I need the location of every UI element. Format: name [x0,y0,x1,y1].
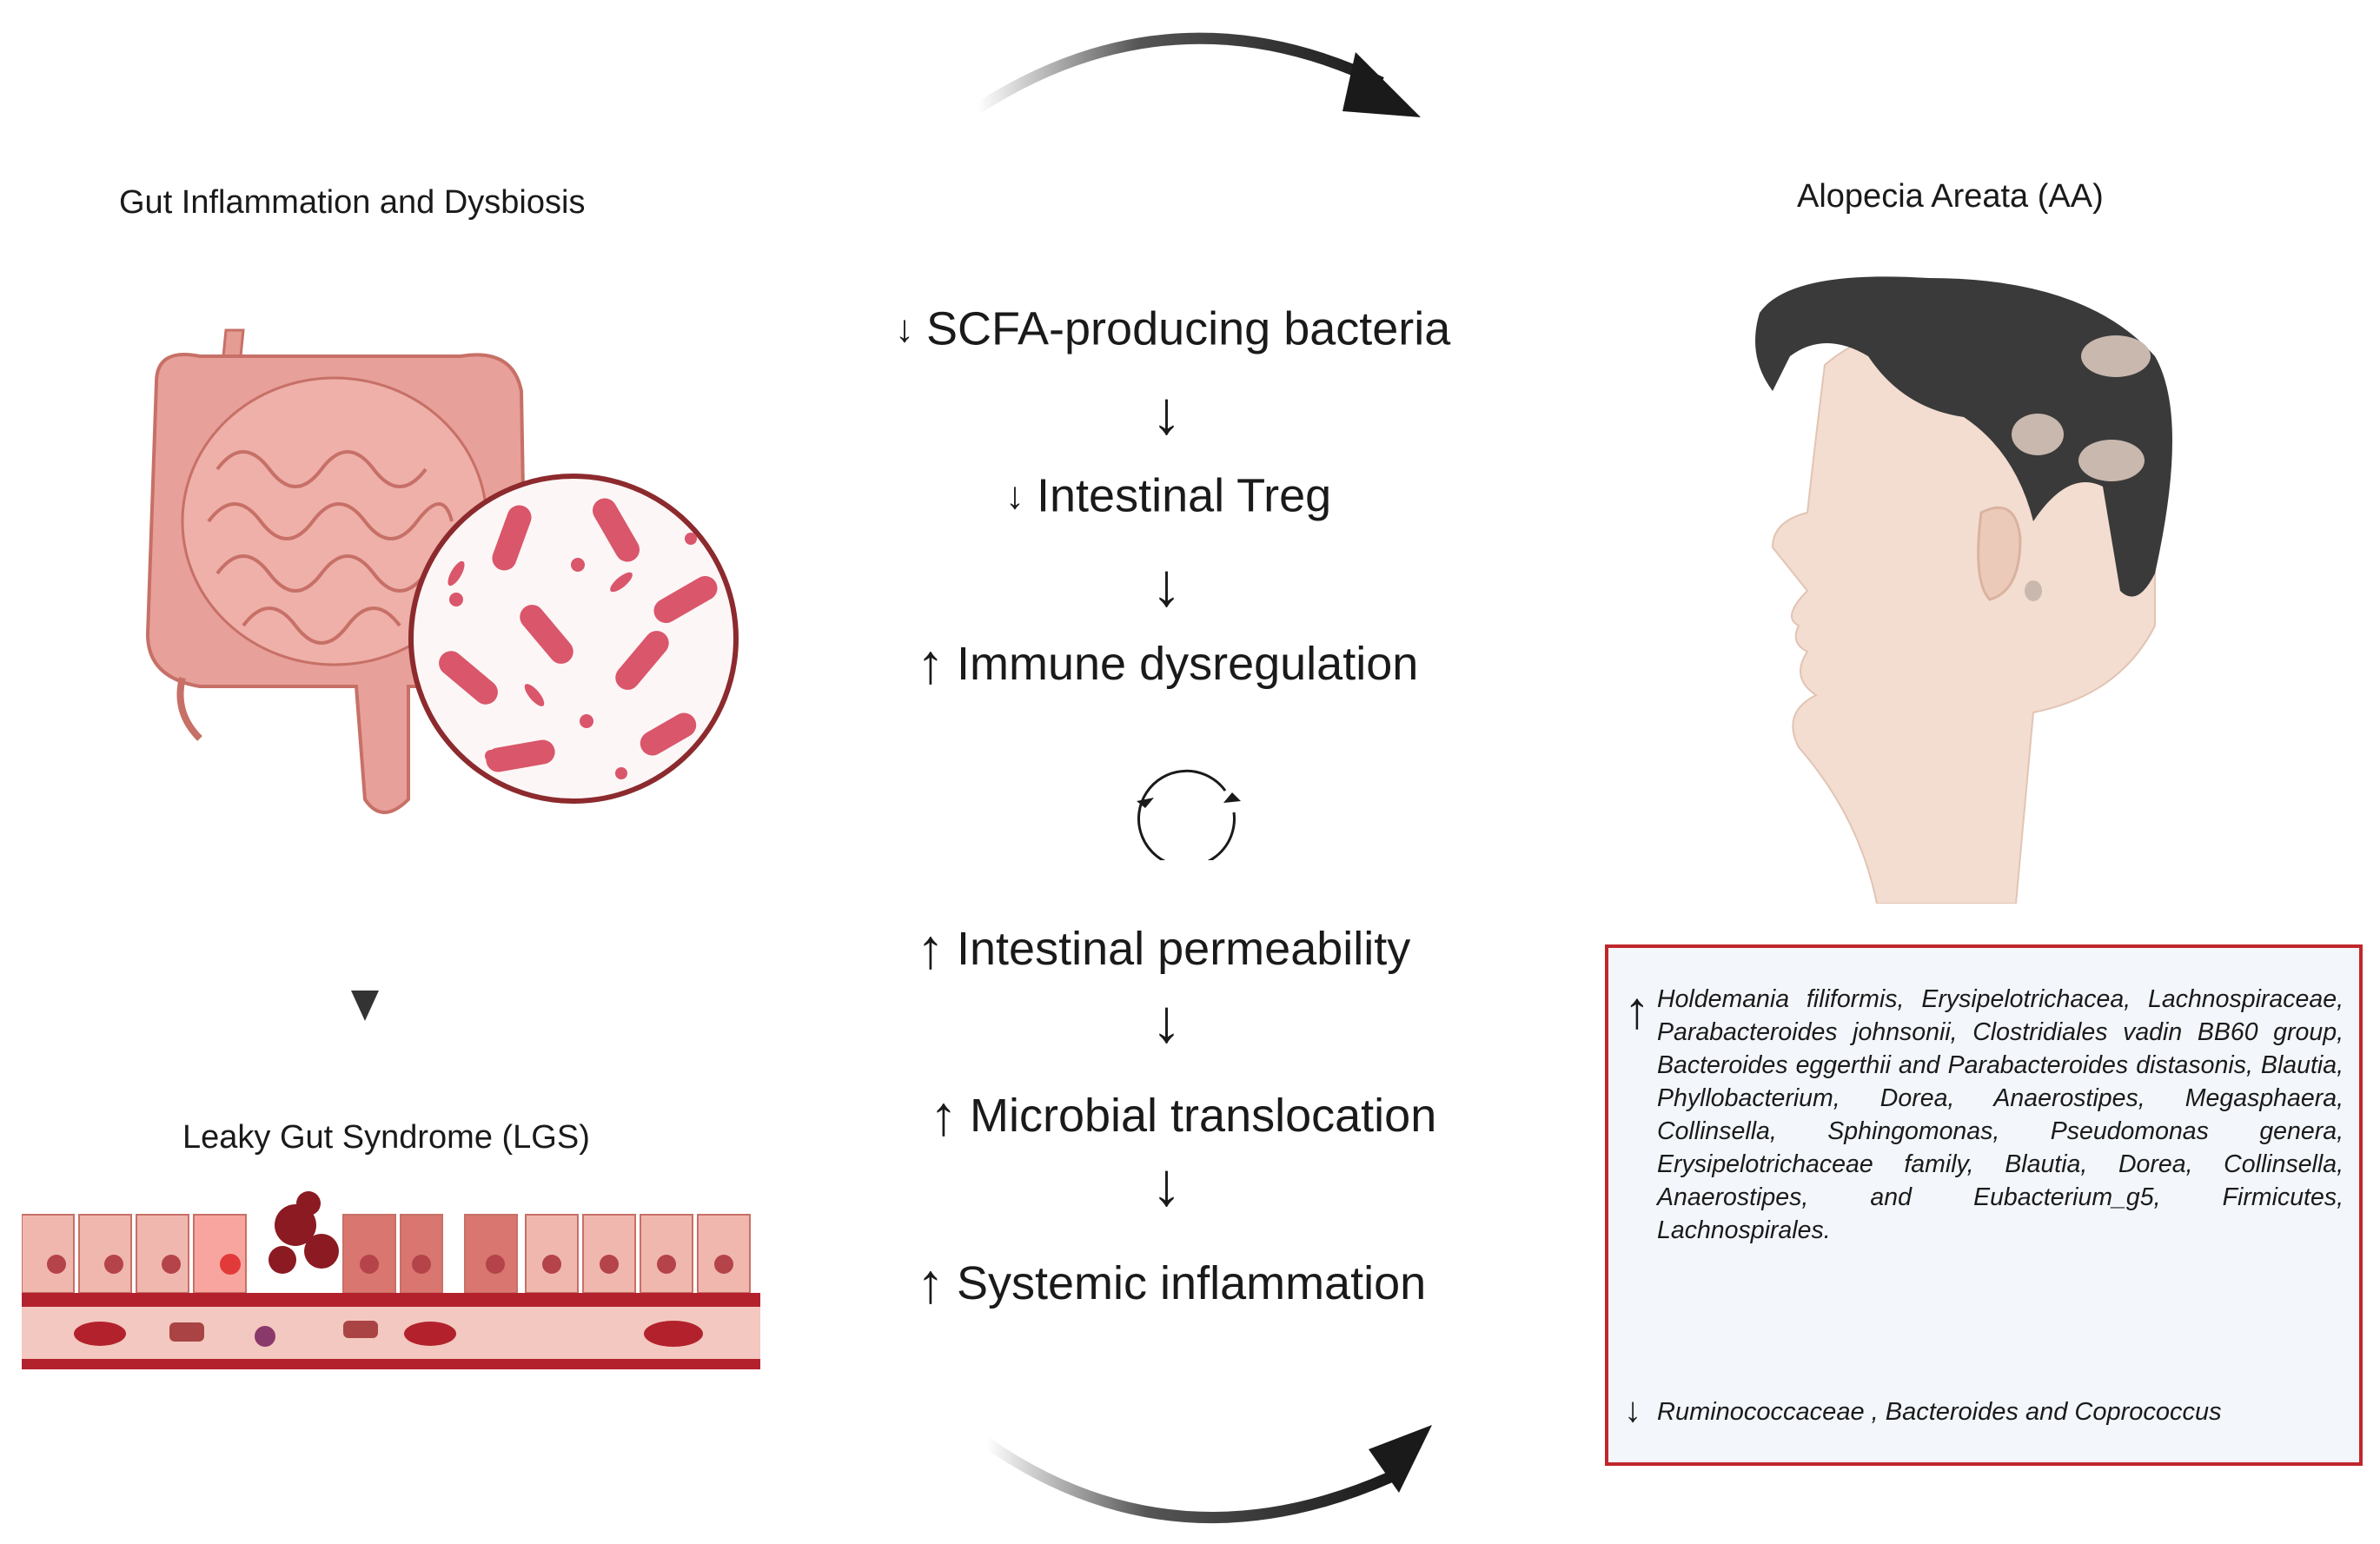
connector-arrow-3: ↓ [1151,987,1182,1055]
step-scfa-label: SCFA-producing bacteria [926,302,1451,355]
lgs-title: Leaky Gut Syndrome (LGS) [182,1119,590,1156]
connector-arrow-1: ↓ [1151,379,1182,447]
step-systemic: ↑Systemic inflammation [917,1256,1426,1311]
aa-title: Alopecia Areata (AA) [1797,178,2104,215]
step-scfa-arrow: ↓ [895,307,914,350]
step-translocation-label: Microbial translocation [970,1090,1437,1142]
step-scfa: ↓ SCFA-producing bacteria [895,302,1450,353]
step-treg-arrow: ↓ [1005,474,1024,517]
connector-arrow-2: ↓ [1151,551,1182,619]
step-translocation: ↑Microbial translocation [930,1088,1436,1143]
step-immune: ↑Immune dysregulation [917,636,1418,692]
decreased-arrow: ↓ [1624,1391,1641,1429]
increased-arrow: ↑ [1624,981,1650,1039]
step-treg: ↓ Intestinal Treg [1005,469,1331,520]
step-systemic-label: Systemic inflammation [957,1257,1427,1309]
bacteria-magnifier [408,474,739,804]
step-systemic-arrow: ↑ [917,1252,945,1315]
increased-bacteria-list: Holdemania filiformis, Erysipelotrichace… [1657,985,2344,1244]
bacteria-box: ↑ Holdemania filiformis, Erysipelotricha… [1605,944,2363,1466]
step-immune-label: Immune dysregulation [957,638,1419,690]
step-permeability-label: Intestinal permeability [957,923,1411,975]
step-permeability-arrow: ↑ [917,918,945,980]
connector-arrow-4: ↓ [1151,1150,1182,1218]
leaky-gut-illustration [22,1191,760,1369]
left-down-arrow [351,878,379,1021]
gut-title: Gut Inflammation and Dysbiosis [119,184,586,221]
intestine-illustration [145,328,528,814]
head-illustration [1755,276,2172,904]
step-translocation-arrow: ↑ [930,1084,958,1147]
step-immune-arrow: ↑ [917,633,945,695]
step-permeability: ↑Intestinal permeability [917,921,1410,977]
decreased-bacteria-list: Ruminococcaceae , Bacteroides and Coproc… [1657,1398,2222,1426]
cycle-icon [1137,769,1241,860]
step-treg-label: Intestinal Treg [1037,469,1332,522]
